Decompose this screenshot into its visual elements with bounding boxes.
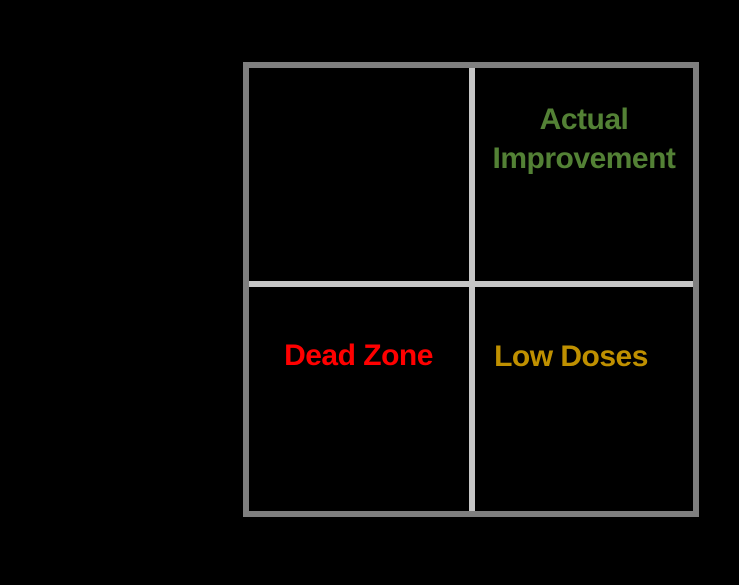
quadrant-label-low-doses: Low Doses (494, 340, 648, 373)
horizontal-divider (249, 281, 693, 287)
quadrant-matrix: Actual Improvement Dead Zone Low Doses (243, 62, 699, 517)
vertical-divider (469, 68, 475, 511)
quadrant-label-dead-zone: Dead Zone (284, 339, 433, 372)
quadrant-label-actual-improvement: Actual Improvement (492, 103, 676, 175)
